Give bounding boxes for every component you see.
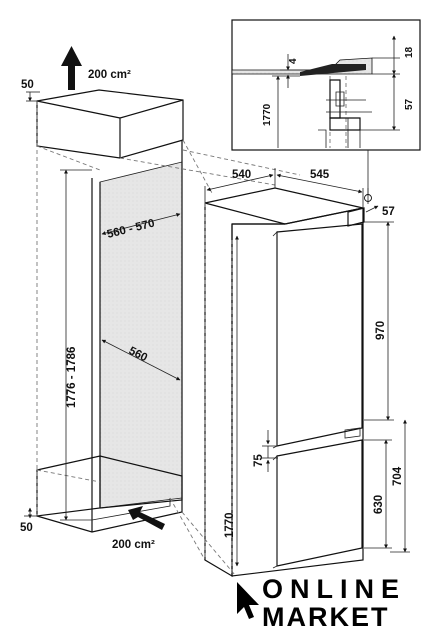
logo-text-top: ONLINE bbox=[262, 574, 407, 604]
detail-hinge-depth: 57 bbox=[404, 98, 415, 110]
dim-niche-height bbox=[60, 169, 92, 521]
upper-door-label: 970 bbox=[375, 321, 387, 340]
dim-lower-section bbox=[390, 419, 410, 553]
dim-niche-depth bbox=[101, 212, 181, 236]
dim-door-gap bbox=[262, 430, 278, 472]
appliance bbox=[204, 187, 365, 578]
lower-section-label: 704 bbox=[392, 466, 404, 486]
bottom-gap-label: 50 bbox=[20, 522, 33, 534]
door-gap-label: 75 bbox=[253, 454, 265, 467]
dim-upper-door bbox=[364, 221, 394, 421]
detail-top-clearance: 4 bbox=[288, 58, 299, 64]
cursor-icon bbox=[237, 582, 259, 619]
hinge-detail-inset bbox=[231, 19, 421, 202]
dim-appliance-top bbox=[204, 168, 364, 208]
dim-niche-width bbox=[101, 339, 181, 381]
detail-height: 1770 bbox=[262, 103, 273, 126]
vent-top-label: 200 cm² bbox=[88, 69, 131, 81]
dim-bottom-gap bbox=[24, 507, 40, 519]
niche-cabinet bbox=[36, 89, 184, 533]
vent-top-arrow bbox=[61, 46, 82, 90]
vent-bottom-label: 200 cm² bbox=[112, 539, 155, 551]
total-height-label: 1770 bbox=[224, 512, 236, 538]
door-offset-label: 57 bbox=[382, 206, 395, 218]
niche-height-label: 1776 - 1786 bbox=[66, 347, 78, 408]
top-gap-label: 50 bbox=[21, 79, 34, 91]
online-market-logo: ONLINE MARKET bbox=[232, 574, 422, 634]
appliance-width-label: 540 bbox=[232, 169, 251, 181]
dim-lower-door bbox=[364, 439, 392, 549]
logo-text-bottom: MARKET bbox=[262, 602, 390, 632]
appliance-depth-label: 545 bbox=[310, 169, 330, 181]
dim-top-gap bbox=[26, 91, 40, 102]
vent-bottom-arrow bbox=[128, 506, 165, 530]
detail-hinge-top: 18 bbox=[404, 46, 415, 58]
lower-door-label: 630 bbox=[373, 495, 385, 514]
